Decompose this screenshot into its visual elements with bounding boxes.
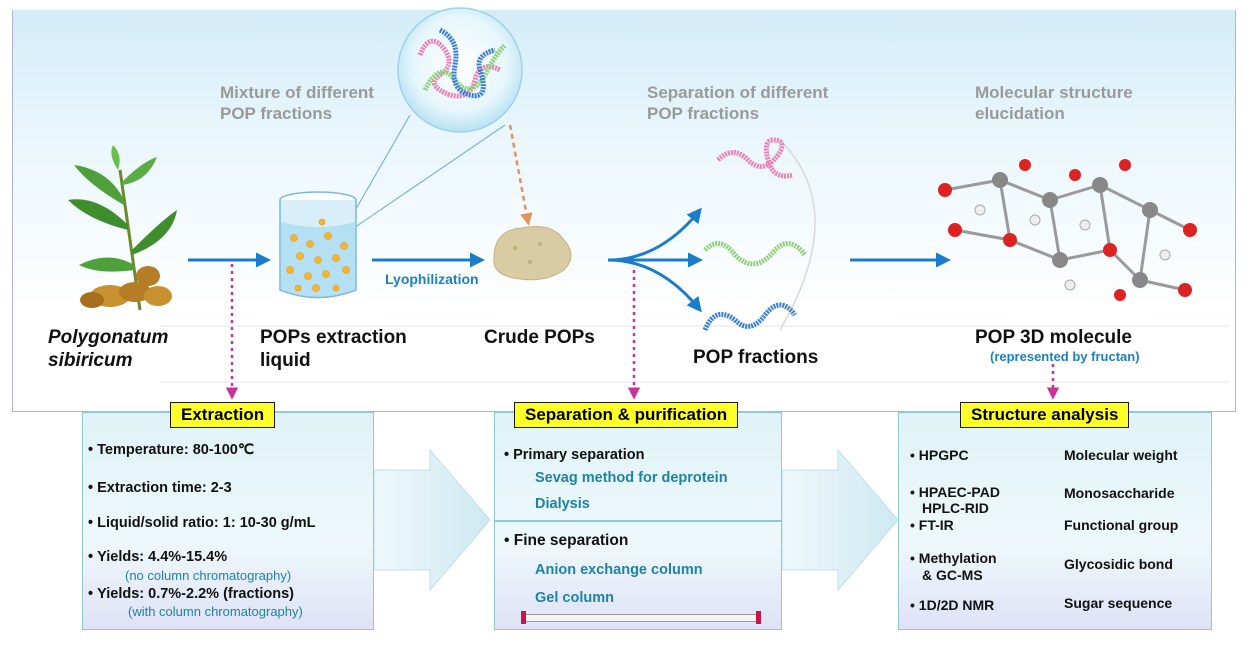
molecule-label: POP 3D molecule xyxy=(975,327,1132,348)
lyophilization-label: Lyophilization xyxy=(385,271,479,287)
plant-label: Polygonatum sibiricum xyxy=(48,327,169,371)
beaker-particles xyxy=(286,218,350,292)
fractions-label: POP fractions xyxy=(693,347,819,368)
method-hplc: HPLC-RID xyxy=(922,500,989,516)
result-sugar-sequence: Sugar sequence xyxy=(1064,595,1173,611)
separation-title: Separation & purification xyxy=(514,402,739,428)
mixture-caption: Mixture of different POP fractions xyxy=(220,83,374,123)
extraction-item: • Extraction time: 2-3 xyxy=(88,480,232,496)
extraction-item: • Yields: 4.4%-15.4% xyxy=(88,549,228,565)
extraction-item: • Temperature: 80-100℃ xyxy=(88,442,255,458)
primary-separation: • Primary separation xyxy=(504,447,645,463)
extraction-title: Extraction xyxy=(170,402,276,428)
extraction-note: (no column chromatography) xyxy=(125,568,292,583)
fine-separation: • Fine separation xyxy=(504,532,629,549)
method-methylation: • Methylation xyxy=(910,550,997,566)
extraction-box xyxy=(82,412,374,630)
separation-divider xyxy=(495,520,781,522)
molecule-atoms xyxy=(938,159,1197,301)
extraction-note: (with column chromatography) xyxy=(128,604,303,619)
separation-caption: Separation of different POP fractions xyxy=(647,83,829,123)
result-glycosidic-bond: Glycosidic bond xyxy=(1064,556,1173,572)
chain-green xyxy=(422,43,507,92)
structure-box xyxy=(898,412,1212,630)
method-nmr: • 1D/2D NMR xyxy=(910,597,995,613)
fine-item: Gel column xyxy=(535,590,614,606)
result-molecular-weight: Molecular weight xyxy=(1064,447,1178,463)
crude-label: Crude POPs xyxy=(484,327,595,348)
arrow-fraction-1 xyxy=(607,207,702,262)
result-functional-group: Functional group xyxy=(1064,517,1179,533)
method-hpgpc: • HPGPC xyxy=(910,447,969,463)
fraction-green xyxy=(703,241,807,267)
liquid-label: POPs extraction liquid xyxy=(260,327,407,371)
arrow-fraction-3 xyxy=(607,258,702,313)
method-hpaec: • HPAEC-PAD xyxy=(910,484,1000,500)
structure-caption: Molecular structure elucidation xyxy=(975,83,1133,123)
molecule-note: (represented by fructan) xyxy=(990,349,1140,364)
structure-title: Structure analysis xyxy=(960,402,1130,428)
result-monosaccharide: Monosaccharide xyxy=(1064,485,1175,501)
chain-pink xyxy=(417,38,502,99)
top-panel xyxy=(12,10,1236,412)
fraction-blue xyxy=(702,302,797,332)
zoom-bubble xyxy=(397,7,523,133)
fraction-pink xyxy=(716,137,794,179)
gel-column-icon xyxy=(521,611,761,624)
process-arrow-1 xyxy=(373,448,491,592)
fine-item: Anion exchange column xyxy=(535,562,703,578)
chain-blue xyxy=(438,27,496,99)
method-ftir: • FT-IR xyxy=(910,517,954,533)
zoom-line xyxy=(344,124,506,235)
molecule-icon xyxy=(944,178,1191,292)
crude-powder-icon xyxy=(493,226,572,281)
method-gcms: & GC-MS xyxy=(922,567,983,583)
plant-icon xyxy=(68,145,177,311)
extraction-item: • Yields: 0.7%-2.2% (fractions) xyxy=(88,586,294,602)
primary-item: Sevag method for deprotein xyxy=(535,470,728,486)
process-arrow-2 xyxy=(781,448,899,592)
primary-item: Dialysis xyxy=(535,496,590,512)
extraction-item: • Liquid/solid ratio: 1: 10-30 g/mL xyxy=(88,515,316,531)
